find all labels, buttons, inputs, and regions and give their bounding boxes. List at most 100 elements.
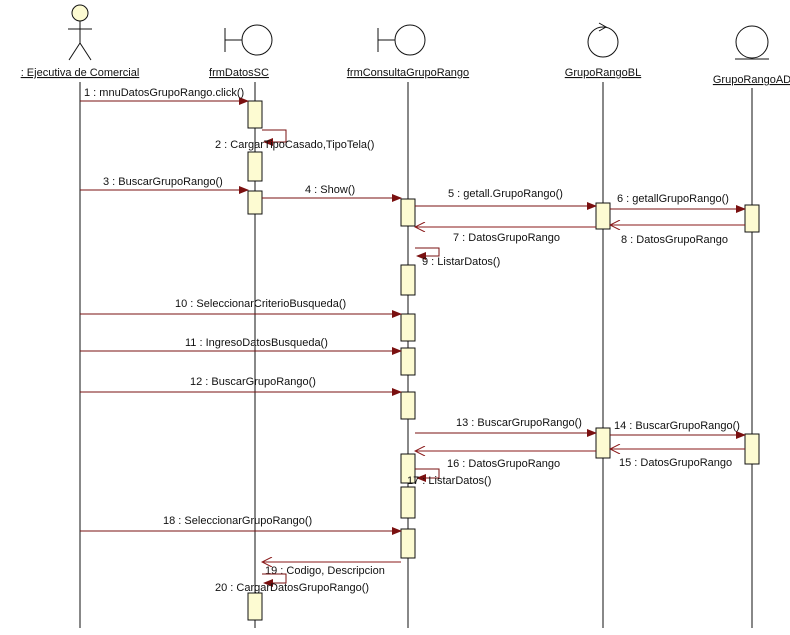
message-label: 7 : DatosGrupoRango <box>453 232 560 244</box>
activation-bar <box>247 151 263 182</box>
activation-bar <box>400 486 416 519</box>
message-7: 7 : DatosGrupoRango <box>415 227 596 244</box>
lifeline-label-a4: GrupoRangoAD <box>713 74 790 86</box>
message-number: 15 <box>619 457 631 469</box>
message-number: 19 <box>265 565 277 577</box>
message-text: DatosGrupoRango <box>468 458 560 470</box>
message-number: 18 <box>163 515 175 527</box>
activation-bar <box>744 433 760 465</box>
message-13: 13 : BuscarGrupoRango() <box>415 417 597 437</box>
message-17: 17 : ListarDatos() <box>407 468 491 487</box>
message-10: 10 : SeleccionarCriterioBusqueda() <box>80 298 402 318</box>
message-label: 12 : BuscarGrupoRango() <box>190 376 316 388</box>
message-number: 17 <box>407 475 419 487</box>
message-18: 18 : SeleccionarGrupoRango() <box>80 515 402 535</box>
message-20: 20 : CargarDatosGrupoRango() <box>215 573 369 594</box>
message-text: BuscarGrupoRango() <box>477 417 582 429</box>
activation-bar <box>400 347 416 376</box>
actor-leg-right <box>79 42 92 61</box>
message-number: 14 <box>614 420 626 432</box>
message-label: 10 : SeleccionarCriterioBusqueda() <box>175 298 346 310</box>
message-label: 5 : getall.GrupoRango() <box>448 188 563 200</box>
boundary-icon <box>224 24 273 56</box>
message-number: 10 <box>175 298 187 310</box>
message-text: getall.GrupoRango() <box>463 188 563 200</box>
message-12: 12 : BuscarGrupoRango() <box>80 376 402 396</box>
message-8: 8 : DatosGrupoRango <box>610 225 745 246</box>
message-5: 5 : getall.GrupoRango() <box>415 188 597 210</box>
message-number: 5 <box>448 188 454 200</box>
lifeline-label-a1: frmDatosSC <box>209 67 269 79</box>
message-number: 2 <box>215 139 221 151</box>
activation-bar <box>247 592 263 621</box>
control-arrow <box>598 22 608 32</box>
self-message-arrow <box>415 468 440 482</box>
message-separator: : <box>187 298 196 310</box>
message-label: 1 : mnuDatosGrupoRango.click() <box>84 87 244 99</box>
activation-bar <box>400 264 416 296</box>
message-label: 14 : BuscarGrupoRango() <box>614 420 740 432</box>
message-2: 2 : CargarTipoCasado,TipoTela() <box>215 129 374 151</box>
message-text: BuscarGrupoRango() <box>118 176 223 188</box>
self-message-arrow <box>262 129 287 146</box>
self-message-arrow <box>262 573 287 587</box>
message-text: SeleccionarCriterioBusqueda() <box>196 298 346 310</box>
message-1: 1 : mnuDatosGrupoRango.click() <box>80 87 249 105</box>
activation-bar <box>400 313 416 342</box>
message-6: 6 : getallGrupoRango() <box>610 193 746 213</box>
control-icon <box>587 22 619 58</box>
activation-bar <box>400 198 416 227</box>
message-text: BuscarGrupoRango() <box>635 420 740 432</box>
message-separator: : <box>459 458 468 470</box>
message-3: 3 : BuscarGrupoRango() <box>80 176 249 194</box>
message-11: 11 : IngresoDatosBusqueda() <box>80 337 402 355</box>
message-separator: : <box>311 184 320 196</box>
message-label: 18 : SeleccionarGrupoRango() <box>163 515 312 527</box>
actor-head <box>71 4 89 22</box>
message-text: getallGrupoRango() <box>632 193 729 205</box>
lifeline-label-a3: GrupoRangoBL <box>565 67 641 79</box>
message-label: 13 : BuscarGrupoRango() <box>456 417 582 429</box>
message-separator: : <box>454 188 463 200</box>
message-number: 20 <box>215 582 227 594</box>
actor-stickman-icon <box>68 4 92 61</box>
message-separator: : <box>419 475 428 487</box>
message-separator: : <box>459 232 468 244</box>
control-circle <box>587 26 619 58</box>
message-separator: : <box>90 87 99 99</box>
message-number: 3 <box>103 176 109 188</box>
message-separator: : <box>221 139 230 151</box>
message-text: mnuDatosGrupoRango.click() <box>99 87 244 99</box>
activation-bar <box>400 391 416 420</box>
message-separator: : <box>277 565 286 577</box>
message-number: 16 <box>447 458 459 470</box>
message-text: BuscarGrupoRango() <box>211 376 316 388</box>
boundary-circle <box>394 24 426 56</box>
message-text: SeleccionarGrupoRango() <box>184 515 312 527</box>
message-text: DatosGrupoRango <box>468 232 560 244</box>
message-separator: : <box>428 256 437 268</box>
actor-leg-left <box>68 42 81 61</box>
message-separator: : <box>175 515 184 527</box>
message-label: 3 : BuscarGrupoRango() <box>103 176 223 188</box>
message-19: 19 : Codigo, Descripcion <box>262 562 401 577</box>
message-label: 6 : getallGrupoRango() <box>617 193 729 205</box>
message-9: 9 : ListarDatos() <box>415 247 500 268</box>
message-text: DatosGrupoRango <box>636 234 728 246</box>
boundary-circle <box>241 24 273 56</box>
message-separator: : <box>468 417 477 429</box>
message-number: 7 <box>453 232 459 244</box>
message-label: 9 : ListarDatos() <box>422 256 500 268</box>
message-number: 6 <box>617 193 623 205</box>
message-text: DatosGrupoRango <box>640 457 732 469</box>
message-number: 11 <box>185 337 196 349</box>
message-text: CargarDatosGrupoRango() <box>236 582 369 594</box>
message-text: ListarDatos() <box>437 256 500 268</box>
message-number: 1 <box>84 87 90 99</box>
message-label: 4 : Show() <box>305 184 355 196</box>
lifeline-label-a0: : Ejecutiva de Comercial <box>21 67 140 79</box>
message-label: 17 : ListarDatos() <box>407 475 491 487</box>
message-separator: : <box>623 193 632 205</box>
message-text: CargarTipoCasado,TipoTela() <box>230 139 374 151</box>
